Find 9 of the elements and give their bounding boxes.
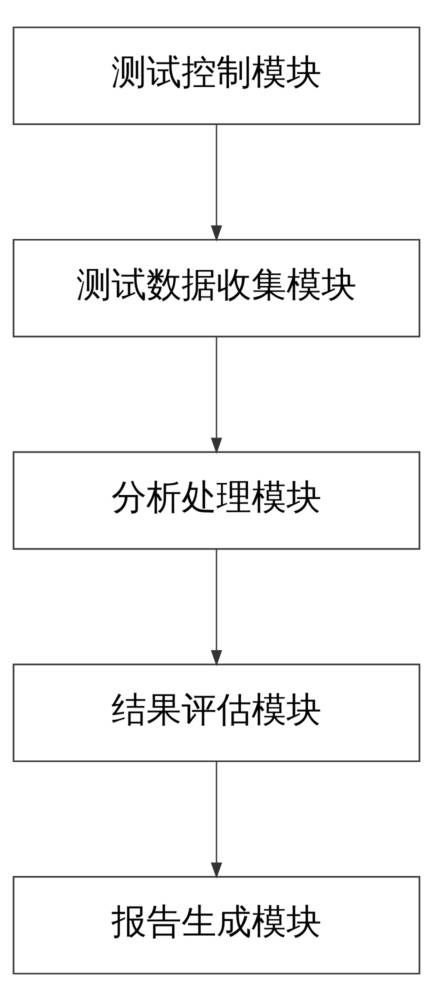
node-box: 测试控制模块: [12, 26, 420, 124]
node-box: 分析处理模块: [12, 450, 420, 550]
node-box: 结果评估模块: [12, 663, 420, 762]
arrow: [210, 124, 222, 242]
node-box: 报告生成模块: [12, 876, 420, 974]
arrow: [210, 760, 222, 878]
arrow: [210, 548, 222, 666]
arrow: [210, 336, 222, 454]
node-box: 测试数据收集模块: [12, 238, 420, 337]
